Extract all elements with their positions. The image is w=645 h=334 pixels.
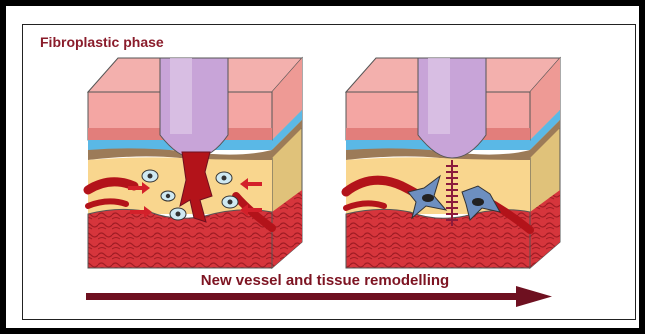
- phase-title: Fibroplastic phase: [40, 34, 164, 50]
- progression-caption: New vessel and tissue remodelling: [160, 272, 490, 289]
- progression-arrow: [86, 286, 552, 307]
- left-tissue-block: [88, 58, 302, 268]
- right-tissue-block: [346, 58, 560, 268]
